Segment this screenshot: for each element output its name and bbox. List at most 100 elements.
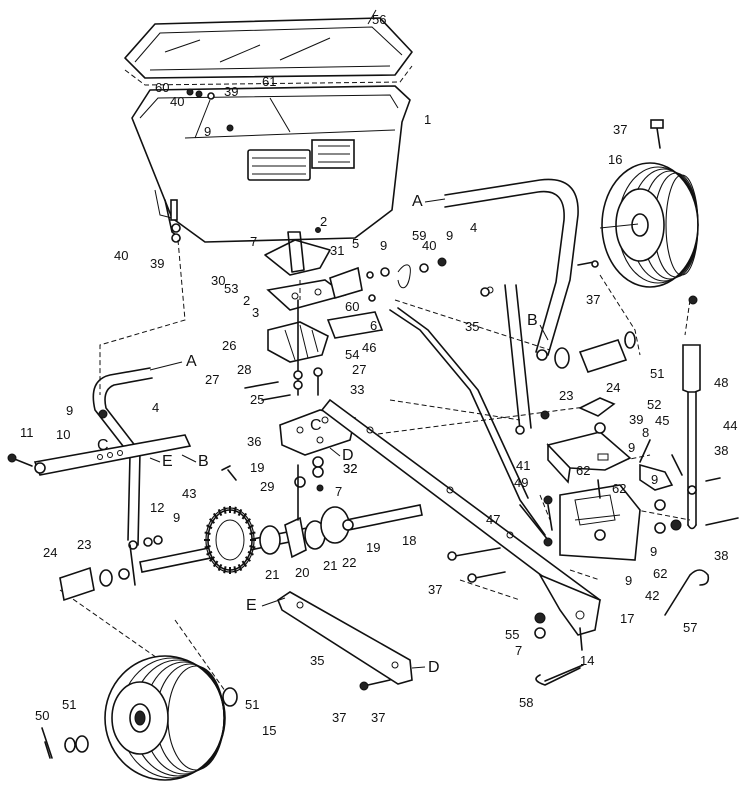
callout: 6 xyxy=(370,318,377,333)
callout: 60 xyxy=(155,80,169,95)
callout: 51 xyxy=(62,697,76,712)
callout: 48 xyxy=(714,375,728,390)
callout: 9 xyxy=(650,544,657,559)
callout: 21 xyxy=(323,558,337,573)
link-bar-10 xyxy=(7,434,192,476)
letter: A xyxy=(412,193,423,210)
callout: 8 xyxy=(642,425,649,440)
letter: A xyxy=(186,353,197,370)
callout: 3 xyxy=(252,305,259,320)
callout: 51 xyxy=(245,697,259,712)
callout: 35 xyxy=(465,319,479,334)
callout: 22 xyxy=(342,555,356,570)
callout: 38 xyxy=(714,548,728,563)
lever xyxy=(682,344,701,530)
callout: 2 xyxy=(320,214,327,229)
callout: 24 xyxy=(606,380,620,395)
callout: 45 xyxy=(655,413,669,428)
callout: 5 xyxy=(352,236,359,251)
letter-labels: A A B B C C D D E E xyxy=(97,193,538,676)
callout: 39 xyxy=(150,256,164,271)
letter: D xyxy=(428,659,440,676)
callout: 9 xyxy=(625,573,632,588)
letter: D xyxy=(342,447,354,464)
callout: 9 xyxy=(204,124,211,139)
callout: 19 xyxy=(250,460,264,475)
callout: 46 xyxy=(362,340,376,355)
callout: 37 xyxy=(371,710,385,725)
callout: 35 xyxy=(310,653,324,668)
callout: 26 xyxy=(222,338,236,353)
callout: 32 xyxy=(343,461,357,476)
letter: C xyxy=(97,437,109,454)
callout: 9 xyxy=(651,472,658,487)
axle-assembly xyxy=(59,464,423,602)
callout: 41 xyxy=(516,458,530,473)
callout: 1 xyxy=(424,112,431,127)
callout: 23 xyxy=(77,537,91,552)
callout: 60 xyxy=(345,299,359,314)
callout: 53 xyxy=(224,281,238,296)
callout: 47 xyxy=(486,512,500,527)
callout: 20 xyxy=(295,565,309,580)
letter: B xyxy=(527,312,538,329)
callout: 7 xyxy=(515,643,522,658)
callout: 29 xyxy=(260,479,274,494)
lower-bar-35 xyxy=(277,591,413,685)
callout: 37 xyxy=(428,582,442,597)
callout: 7 xyxy=(250,234,257,249)
callout: 57 xyxy=(683,620,697,635)
callout: 25 xyxy=(250,392,264,407)
callout-labels: 56 60 40 39 61 1 9 37 16 40 39 2 7 31 5 … xyxy=(20,12,737,738)
callout: 9 xyxy=(380,238,387,253)
callout: 18 xyxy=(402,533,416,548)
handle-left xyxy=(92,367,153,586)
hopper-cover xyxy=(124,9,413,79)
callout: 27 xyxy=(205,372,219,387)
bracket-assembly xyxy=(519,431,682,561)
callout: 9 xyxy=(628,440,635,455)
callout: 58 xyxy=(519,695,533,710)
letter: E xyxy=(162,453,173,470)
callout: 4 xyxy=(152,400,159,415)
callout: 44 xyxy=(723,418,737,433)
callout: 55 xyxy=(505,627,519,642)
handle-right xyxy=(444,178,579,361)
callout: 59 xyxy=(412,228,426,243)
callout: 27 xyxy=(352,362,366,377)
callout: 33 xyxy=(350,382,364,397)
callout: 56 xyxy=(372,12,386,27)
callout: 16 xyxy=(608,152,622,167)
callout: 7 xyxy=(335,484,342,499)
callout: 30 xyxy=(211,273,225,288)
wheel-16 xyxy=(599,162,699,288)
callout: 11 xyxy=(20,425,34,440)
frame-bars xyxy=(320,284,602,636)
callout: 52 xyxy=(647,397,661,412)
letter: E xyxy=(246,597,257,614)
callout: 51 xyxy=(650,366,664,381)
callout: 37 xyxy=(613,122,627,137)
callout: 37 xyxy=(332,710,346,725)
gear-43 xyxy=(204,506,256,574)
callout: 40 xyxy=(114,248,128,263)
callout: 39 xyxy=(629,412,643,427)
callout: 2 xyxy=(243,293,250,308)
callout: 62 xyxy=(576,463,590,478)
callout: 23 xyxy=(559,388,573,403)
letter: B xyxy=(198,453,209,470)
callout: 42 xyxy=(645,588,659,603)
callout: 31 xyxy=(330,243,344,258)
callout: 36 xyxy=(247,434,261,449)
hopper xyxy=(131,85,411,243)
callout: 62 xyxy=(653,566,667,581)
callout: 61 xyxy=(262,74,276,89)
callout: 12 xyxy=(150,500,164,515)
callout: 19 xyxy=(366,540,380,555)
letter: C xyxy=(310,417,322,434)
callout: 9 xyxy=(446,228,453,243)
callout: 38 xyxy=(714,443,728,458)
callout: 21 xyxy=(265,567,279,582)
callout: 37 xyxy=(586,292,600,307)
